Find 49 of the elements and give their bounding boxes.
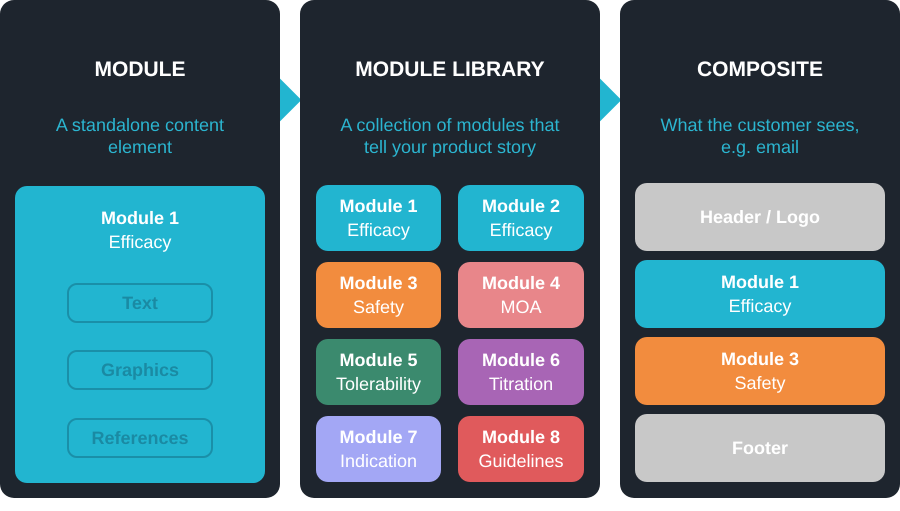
module-subtitle: Guidelines xyxy=(478,450,564,473)
module-title: Module 7 xyxy=(339,426,418,449)
module-card xyxy=(458,339,584,405)
module-title: Module 5 xyxy=(339,349,418,372)
module-subtitle: Titration xyxy=(488,373,554,396)
module-title: Module 8 xyxy=(482,426,560,449)
panel-title: MODULE xyxy=(94,57,186,83)
module-title: Module 3 xyxy=(720,348,799,371)
chevron-arrow xyxy=(279,78,302,122)
module-card xyxy=(316,262,441,328)
module-title: Module 6 xyxy=(482,349,560,372)
panel xyxy=(0,0,280,498)
module-title: Module 1 xyxy=(720,271,799,294)
module-card xyxy=(458,185,584,251)
panel-subtitle: A standalone content element xyxy=(54,114,226,158)
module-card xyxy=(15,186,265,483)
outlined-pill xyxy=(67,418,213,458)
module-card xyxy=(635,183,885,251)
module-card xyxy=(635,337,885,405)
module-card xyxy=(316,339,441,405)
panel xyxy=(300,0,600,498)
panel-title: MODULE LIBRARY xyxy=(355,57,545,83)
module-card xyxy=(316,185,441,251)
module-subtitle: Tolerability xyxy=(336,373,422,396)
module-title: Module 3 xyxy=(339,272,418,295)
module-card xyxy=(635,414,885,482)
module-title: Module 1 xyxy=(100,207,179,230)
module-subtitle: Safety xyxy=(352,296,404,319)
panel-subtitle: A collection of modules that tell your product story xyxy=(340,114,560,158)
outlined-pill xyxy=(67,283,213,323)
module-subtitle: Efficacy xyxy=(490,219,552,242)
module-card xyxy=(635,260,885,328)
module-title: Module 4 xyxy=(482,272,560,295)
module-subtitle: Indication xyxy=(340,450,418,473)
panel-title: COMPOSITE xyxy=(696,57,823,83)
module-card xyxy=(316,416,441,482)
module-subtitle: Safety xyxy=(734,372,786,395)
module-subtitle: Efficacy xyxy=(347,219,410,242)
module-title: Module 1 xyxy=(339,195,418,218)
outlined-pill xyxy=(67,350,213,390)
module-subtitle: Efficacy xyxy=(108,231,172,254)
panel xyxy=(620,0,900,498)
panel-subtitle: What the customer sees, e.g. email xyxy=(660,114,860,158)
module-card xyxy=(458,262,584,328)
module-subtitle: MOA xyxy=(500,296,542,319)
chevron-arrow xyxy=(599,78,622,122)
module-card xyxy=(458,416,584,482)
module-subtitle: Efficacy xyxy=(728,295,792,318)
module-title: Module 2 xyxy=(482,195,560,218)
